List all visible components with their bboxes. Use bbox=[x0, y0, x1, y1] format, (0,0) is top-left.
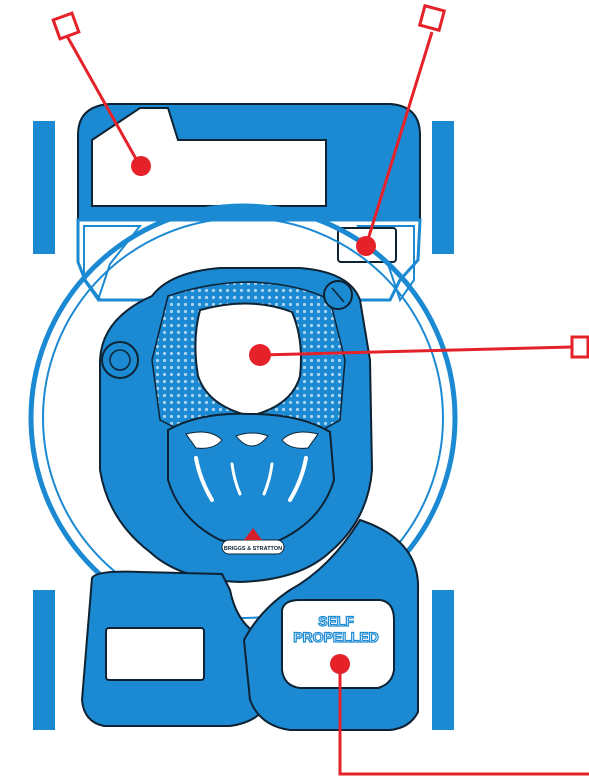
callout-line bbox=[364, 31, 434, 247]
callout-line bbox=[338, 664, 589, 776]
callout-top-right bbox=[356, 3, 447, 256]
callout-bottom-right bbox=[330, 654, 589, 776]
fuel-cap-grip bbox=[331, 287, 345, 303]
rear-right-wheel bbox=[432, 121, 454, 254]
shroud-rib-center-l bbox=[230, 462, 242, 496]
rear-left-wheel bbox=[33, 121, 55, 254]
callout-square-marker bbox=[417, 3, 447, 33]
callout-square-marker bbox=[570, 335, 589, 359]
self-propelled-line1: SELF bbox=[318, 613, 354, 629]
front-left-wheel bbox=[33, 590, 55, 730]
callout-top-left bbox=[51, 11, 151, 176]
top-left-decal bbox=[91, 107, 327, 207]
deck-inner-ring bbox=[42, 217, 444, 619]
pull-cord-knob bbox=[101, 341, 139, 379]
shroud-vent-center bbox=[235, 432, 269, 447]
shroud-vent-right bbox=[281, 431, 319, 449]
callout-dot bbox=[356, 236, 376, 256]
shroud-rib-center-r bbox=[262, 462, 274, 496]
callout-square-marker bbox=[51, 11, 81, 41]
callout-line bbox=[259, 345, 573, 357]
callout-dot bbox=[249, 344, 271, 366]
shroud-vent-left bbox=[185, 431, 223, 449]
engine-cover-decal bbox=[194, 302, 302, 418]
front-left-decal bbox=[105, 627, 205, 681]
pull-cord-knob-inner bbox=[109, 349, 131, 371]
callout-dot bbox=[131, 156, 151, 176]
callout-right bbox=[249, 335, 589, 366]
self-propelled-decal bbox=[281, 599, 395, 689]
self-propelled-line2: PROPELLED bbox=[293, 629, 379, 645]
shroud-rib-left bbox=[194, 456, 214, 502]
callout-line bbox=[65, 35, 142, 167]
rear-trim-right bbox=[355, 225, 415, 303]
logo-text: BRIGGS & STRATTON bbox=[224, 546, 282, 552]
shroud-rib-right bbox=[288, 456, 308, 502]
engine-logo: BRIGGS & STRATTON bbox=[221, 528, 285, 555]
callout-dot bbox=[330, 654, 350, 674]
rear-trim-left bbox=[83, 225, 143, 303]
logo-diamond-icon bbox=[244, 528, 262, 540]
front-right-wheel bbox=[432, 590, 454, 730]
